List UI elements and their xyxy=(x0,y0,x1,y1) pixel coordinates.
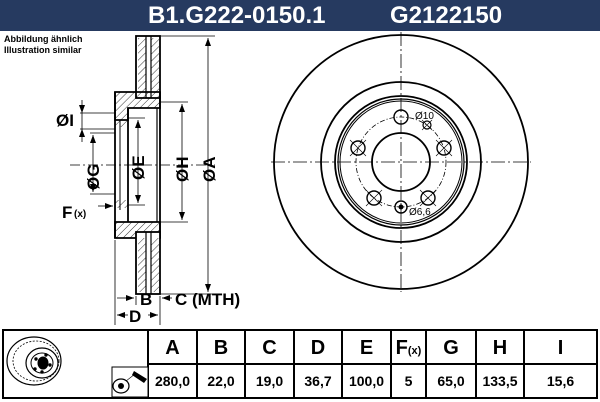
hub-outer-circle xyxy=(334,95,468,229)
column-value: 5 xyxy=(404,373,413,389)
bolt-hole xyxy=(349,139,367,157)
column-header: G xyxy=(427,331,475,365)
label-hole-10: Ø10 xyxy=(415,111,434,122)
table-column-I: I 15,6 xyxy=(525,331,596,397)
column-header: I xyxy=(525,331,596,365)
column-value: 133,5 xyxy=(482,373,518,389)
table-column-F: F(x) 5 xyxy=(392,331,427,397)
bolt-hole xyxy=(435,139,453,157)
label-dia-H: ØH xyxy=(173,157,192,183)
column-header-letter: F xyxy=(395,337,408,359)
column-header-sub: (x) xyxy=(407,345,422,357)
label-hole-6-6: Ø6,6 xyxy=(409,207,431,218)
label-dia-E: ØE xyxy=(129,155,148,180)
small-hole xyxy=(421,119,433,131)
dimensions-table: A 280,0 B 22,0 C 19,0 D 36,7 E 100,0 F(x… xyxy=(2,329,598,399)
cross-section-view xyxy=(70,35,215,325)
bolt-hole xyxy=(393,109,409,125)
column-header: E xyxy=(343,331,390,365)
label-F: F xyxy=(62,203,72,222)
part-number: B1.G222-0150.1 xyxy=(148,2,326,29)
column-value: 15,6 xyxy=(546,373,575,389)
column-value: 19,0 xyxy=(255,373,284,389)
note-german: Abbildung ähnlich xyxy=(4,34,83,44)
column-header: H xyxy=(477,331,523,365)
label-dia-A: ØA xyxy=(200,157,219,183)
outer-diameter-circle xyxy=(273,34,529,290)
table-column-H: H 133,5 xyxy=(477,331,525,397)
front-view xyxy=(271,32,531,292)
column-value: 280,0 xyxy=(154,373,191,389)
label-D: D xyxy=(129,307,141,326)
label-dia-I: ØI xyxy=(56,111,74,130)
alt-part-number: G2122150 xyxy=(390,2,503,29)
label-F-sub: (x) xyxy=(74,209,86,220)
column-header: D xyxy=(295,331,341,365)
column-header: C xyxy=(246,331,293,365)
dimension-arrows xyxy=(79,38,211,318)
illustration-note: Abbildung ähnlich Illustration similar xyxy=(4,34,83,56)
label-dia-G: ØG xyxy=(84,164,103,190)
column-header: F(x) xyxy=(392,331,425,365)
bolt-hole xyxy=(365,189,383,207)
label-B: B xyxy=(140,290,152,309)
title-bar: B1.G222-0150.1 G2122150 xyxy=(0,0,600,31)
section-labels: ØI ØG ØE ØH ØA F (x) B C (MTH) D xyxy=(56,111,240,326)
table-column-E: E 100,0 xyxy=(343,331,392,397)
front-labels: Ø10 Ø6,6 xyxy=(409,111,434,218)
icon-cell xyxy=(4,331,149,398)
column-value: 100,0 xyxy=(348,373,385,389)
column-header: A xyxy=(149,331,196,365)
screw-hole xyxy=(394,200,408,214)
table-column-C: C 19,0 xyxy=(246,331,295,397)
column-value: 36,7 xyxy=(304,373,332,389)
brake-disc-perspective-icon xyxy=(6,336,62,386)
table-column-B: B 22,0 xyxy=(198,331,246,397)
cleaning-spray-icon xyxy=(111,366,149,398)
column-header: B xyxy=(198,331,244,365)
table-column-G: G 65,0 xyxy=(427,331,477,397)
column-value: 22,0 xyxy=(207,373,235,389)
table-column-A: A 280,0 xyxy=(149,331,198,397)
label-C-mth: C (MTH) xyxy=(175,290,240,309)
bolt-hole xyxy=(419,189,437,207)
table-column-D: D 36,7 xyxy=(295,331,343,397)
note-english: Illustration similar xyxy=(4,45,82,55)
column-value: 65,0 xyxy=(437,373,465,389)
